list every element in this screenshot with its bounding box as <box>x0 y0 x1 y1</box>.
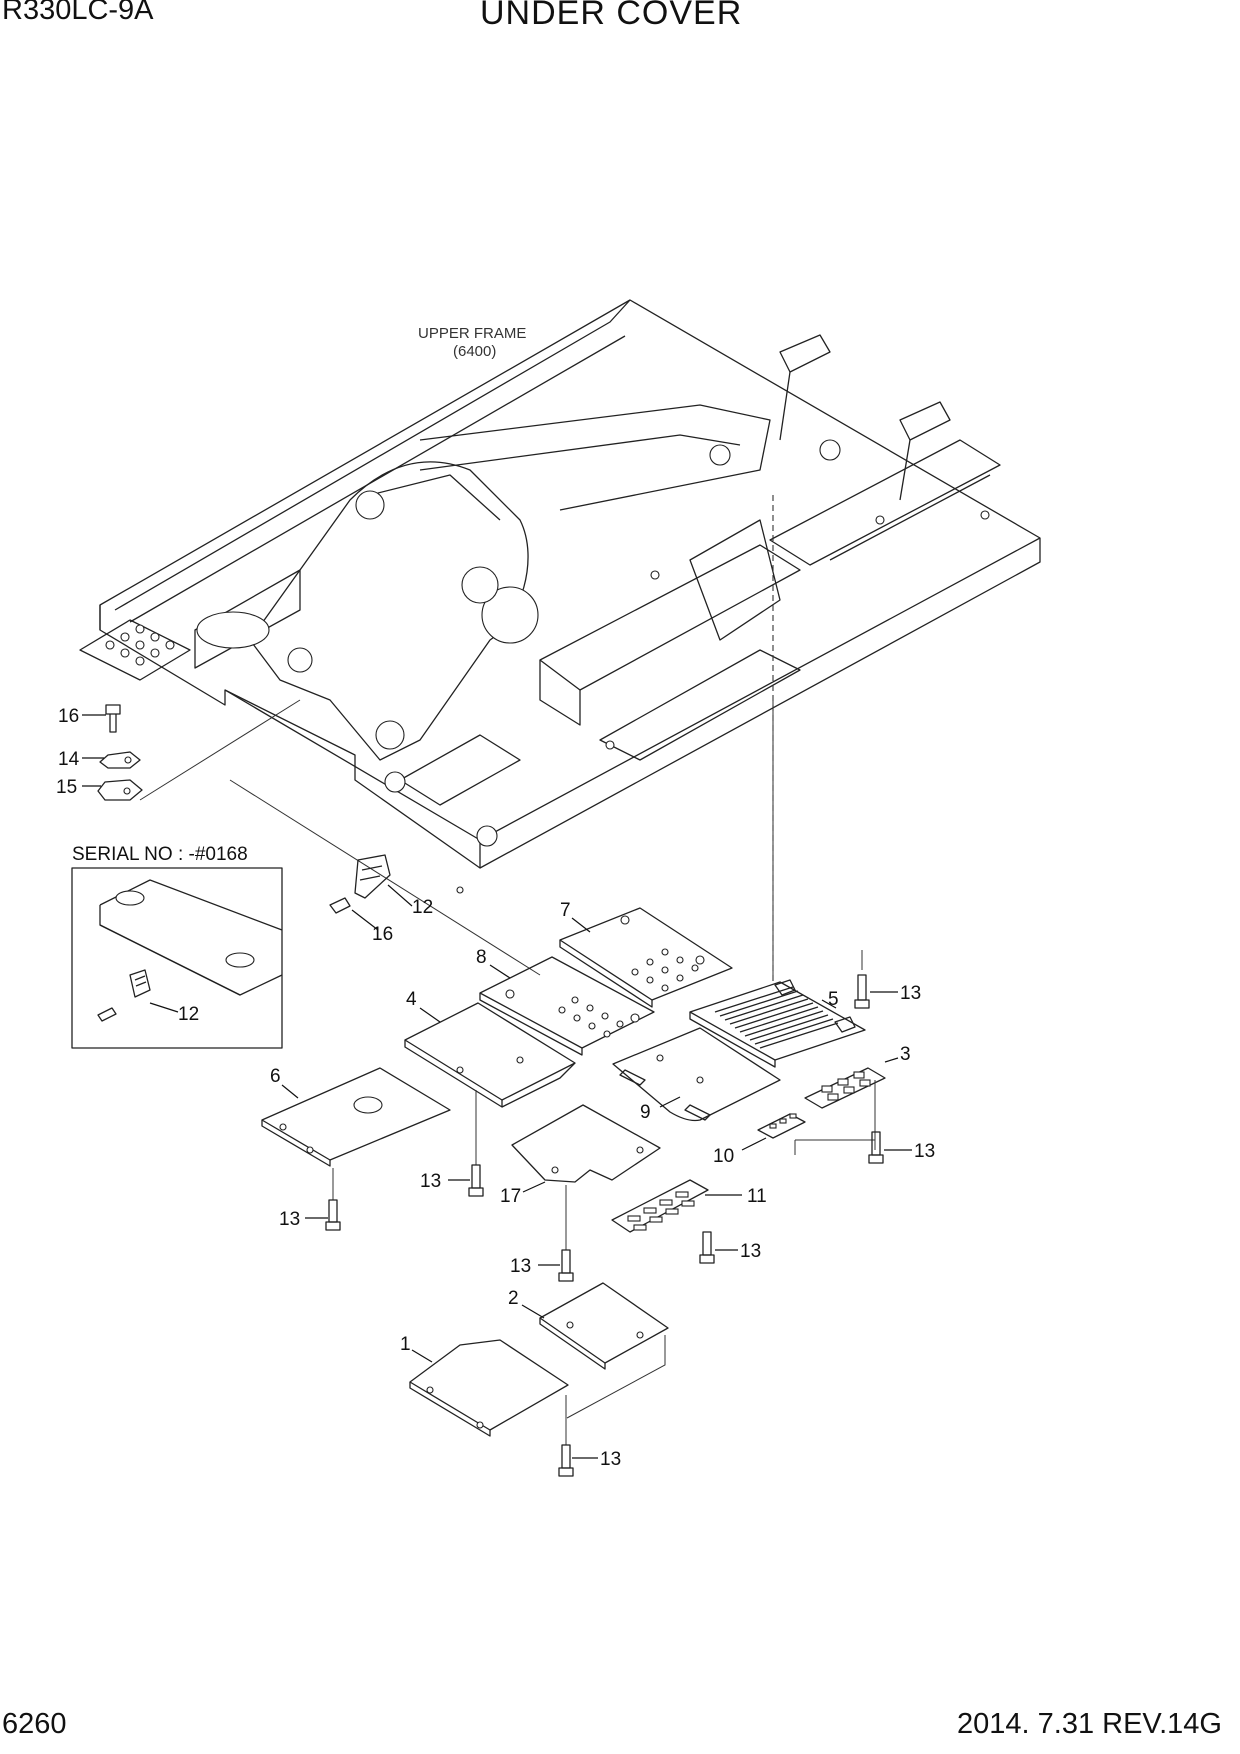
callout-4: 4 <box>406 989 417 1010</box>
callout-12a: 12 <box>412 897 433 918</box>
callout-13b: 13 <box>914 1141 935 1162</box>
part-6-cover <box>261 1067 451 1167</box>
parts-14-15-16 <box>82 704 143 801</box>
page-number: 6260 <box>2 1708 67 1740</box>
callout-13a: 13 <box>900 983 921 1004</box>
step-holes <box>105 624 175 666</box>
part-11-cover <box>611 1179 709 1233</box>
part-7-cover <box>559 907 733 1008</box>
part-2-cover <box>539 1282 669 1370</box>
callout-13f: 13 <box>510 1256 531 1277</box>
callout-13c: 13 <box>420 1171 441 1192</box>
callout-16b: 16 <box>372 924 393 945</box>
callout-15: 15 <box>56 777 77 798</box>
upper-frame-drawing <box>79 299 1041 894</box>
part-10-cover <box>757 1113 806 1139</box>
upper-frame-ref: (6400) <box>453 343 496 360</box>
callout-6: 6 <box>270 1066 281 1087</box>
callout-14: 14 <box>58 749 80 770</box>
callout-13d: 13 <box>279 1209 300 1230</box>
part-17-cover <box>511 1104 661 1183</box>
callout-16a: 16 <box>58 706 79 727</box>
serial-note: SERIAL NO : -#0168 <box>72 844 248 865</box>
part-1-cover <box>409 1339 569 1437</box>
part-9-cover <box>612 1027 781 1122</box>
callout-2: 2 <box>508 1288 519 1309</box>
callout-5: 5 <box>828 989 839 1010</box>
upper-frame-label: UPPER FRAME <box>418 325 526 342</box>
callout-8: 8 <box>476 947 487 968</box>
serial-inset-drawing <box>97 879 283 1022</box>
part-5-cover <box>689 979 866 1068</box>
page-title: UNDER COVER <box>480 0 743 32</box>
revision-date: 2014. 7.31 REV.14G <box>957 1708 1222 1740</box>
callout-17: 17 <box>500 1186 521 1207</box>
serial-inset-box <box>71 867 283 1049</box>
callout-12b: 12 <box>178 1004 199 1025</box>
part-12-16 <box>329 854 413 931</box>
callout-13g: 13 <box>600 1449 621 1470</box>
part-3-cover <box>804 1067 886 1109</box>
callout-13e: 13 <box>740 1241 761 1262</box>
callout-9: 9 <box>640 1102 651 1123</box>
model-code: R330LC-9A <box>2 0 154 26</box>
callout-7: 7 <box>560 900 571 921</box>
callout-1: 1 <box>400 1334 411 1355</box>
callout-3: 3 <box>900 1044 911 1065</box>
part-4-cover <box>404 1002 576 1108</box>
callout-11: 11 <box>747 1186 767 1207</box>
callout-10: 10 <box>713 1146 734 1167</box>
bolt-13-group <box>305 950 912 1477</box>
part-8-cover <box>479 956 655 1056</box>
